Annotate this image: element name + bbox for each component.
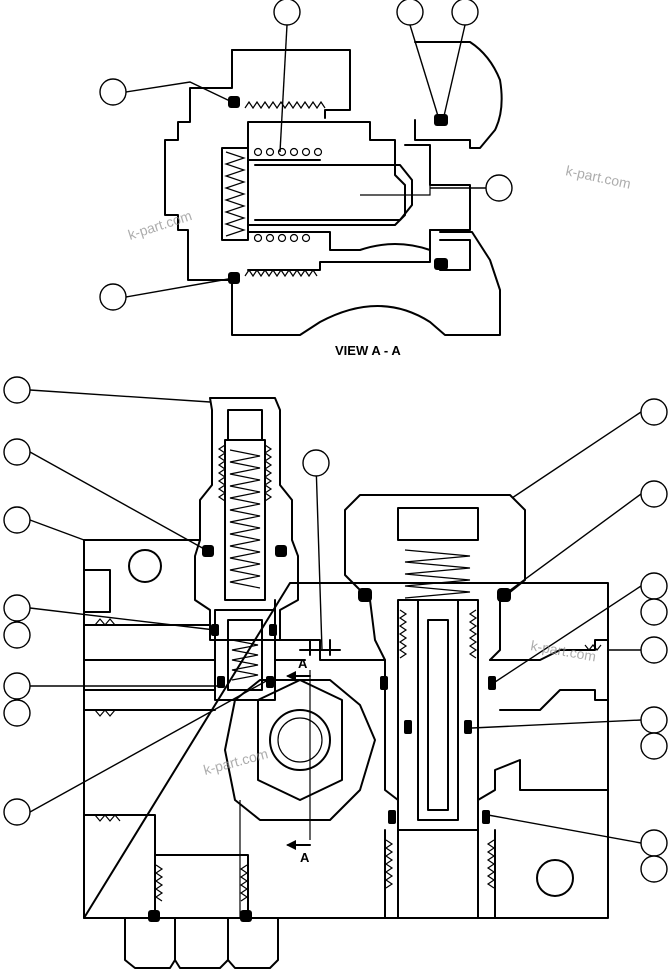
callout-balloon [3, 506, 31, 534]
watermark-text: k-part.com [564, 162, 632, 191]
callout-balloon [485, 174, 513, 202]
callout-balloon [640, 398, 668, 426]
main-section-callouts [3, 376, 668, 883]
callout-balloon [640, 855, 668, 883]
callout-balloon [3, 672, 31, 700]
watermark-text: k-part.com [126, 207, 194, 243]
section-marker-bottom: A [300, 850, 310, 865]
view-aa-callouts [99, 0, 513, 311]
callout-balloon [640, 572, 668, 600]
callout-balloon [99, 78, 127, 106]
callout-balloon [451, 0, 479, 26]
callout-balloon [273, 0, 301, 26]
callout-balloon [640, 480, 668, 508]
section-marker-top: A [298, 656, 308, 671]
watermark-text: k-part.com [202, 745, 270, 778]
view-aa-section: VIEW A - A [164, 41, 503, 358]
callout-balloon [640, 732, 668, 760]
callout-balloon [640, 598, 668, 626]
callout-balloon [3, 699, 31, 727]
callout-balloon [3, 376, 31, 404]
callout-balloon [640, 829, 668, 857]
callout-balloon [3, 438, 31, 466]
callout-balloon [396, 0, 424, 26]
callout-balloon [3, 798, 31, 826]
callout-balloon [3, 621, 31, 649]
callout-balloon [640, 636, 668, 664]
callout-balloon [640, 706, 668, 734]
callout-balloon [3, 594, 31, 622]
callout-balloon [302, 449, 330, 477]
callout-balloon [99, 283, 127, 311]
main-valve-section: A A [83, 397, 609, 969]
view-aa-label: VIEW A - A [335, 343, 401, 358]
